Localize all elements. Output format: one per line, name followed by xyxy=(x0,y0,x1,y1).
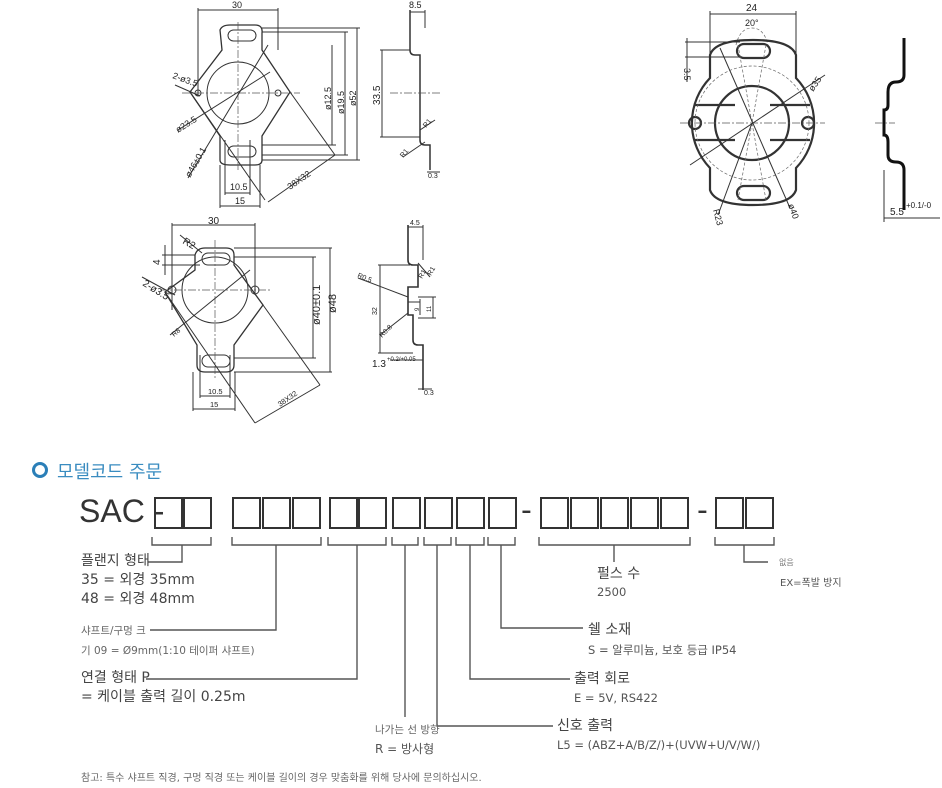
svg-text:R1: R1 xyxy=(418,269,429,280)
field-pulses-option: 2500 xyxy=(597,585,627,599)
svg-text:33.5: 33.5 xyxy=(372,85,383,105)
model-prefix: SAC - xyxy=(79,493,165,529)
model-dash: - xyxy=(697,493,708,528)
svg-text:4: 4 xyxy=(152,259,163,265)
field-signal-title: 신호 출력 xyxy=(557,718,613,734)
svg-text:0.3: 0.3 xyxy=(424,390,434,397)
field-explosion: 없음 EX=폭발 방지 xyxy=(779,557,842,589)
field-explosion-title: 없음 xyxy=(779,558,794,567)
side-width-label: 5.5 xyxy=(890,207,904,218)
section-title: 모델코드 주문 xyxy=(57,462,163,483)
field-shaft-title: 샤프트/구멍 크 xyxy=(81,625,146,637)
svg-text:3.5: 3.5 xyxy=(682,68,692,81)
code-box xyxy=(488,497,517,529)
field-direction: 나가는 선 방향 R = 방사형 xyxy=(375,722,440,757)
svg-text:R1: R1 xyxy=(399,148,410,159)
field-circuit-option: E = 5V, RS422 xyxy=(574,691,658,705)
svg-text:4.5: 4.5 xyxy=(410,220,420,227)
dim-width: 30 xyxy=(232,0,242,10)
field-flange-title: 플랜지 형태 xyxy=(81,553,150,569)
svg-text:24: 24 xyxy=(746,3,758,14)
svg-text:32: 32 xyxy=(372,307,379,315)
code-box xyxy=(292,497,321,529)
code-box xyxy=(715,497,744,529)
code-box xyxy=(262,497,291,529)
field-circuit-title: 출력 회로 xyxy=(574,671,630,687)
svg-text:9: 9 xyxy=(415,307,421,311)
field-pulses-title: 펄스 수 xyxy=(597,566,641,582)
svg-text:R23: R23 xyxy=(711,208,725,227)
code-box xyxy=(660,497,689,529)
field-signal: 신호 출력 L5 = (ABZ+A/B/Z/)+(UVW+U/V/W/) xyxy=(557,717,760,752)
field-shell-option: S = 알루미늄, 보호 등급 IP54 xyxy=(588,643,737,657)
field-connection-option: = 케이블 출력 길이 0.25m xyxy=(81,689,246,705)
svg-text:R8: R8 xyxy=(171,327,182,338)
code-box xyxy=(392,497,421,529)
model-dash: - xyxy=(521,493,532,528)
side-width-tolerance: +0.1/-0 xyxy=(906,201,932,210)
code-box xyxy=(456,497,485,529)
field-flange: 플랜지 형태 35 = 외경 35mm 48 = 외경 48mm xyxy=(81,552,195,609)
field-flange-option: 48 = 외경 48mm xyxy=(81,591,195,607)
svg-text:8.5: 8.5 xyxy=(409,0,422,10)
code-box xyxy=(183,497,212,529)
code-box xyxy=(600,497,629,529)
field-flange-option: 35 = 외경 35mm xyxy=(81,572,195,588)
field-signal-option: L5 = (ABZ+A/B/Z/)+(UVW+U/V/W/) xyxy=(557,738,761,752)
code-box xyxy=(745,497,774,529)
svg-text:R1: R1 xyxy=(422,118,433,129)
field-shaft: 샤프트/구멍 크 기 09 = Ø9mm(1:10 테이퍼 샤프트) xyxy=(81,623,255,658)
svg-text:ø40±0.1: ø40±0.1 xyxy=(311,285,323,325)
field-pulses: 펄스 수 2500 xyxy=(597,565,640,599)
code-box xyxy=(232,497,261,529)
code-box xyxy=(329,497,358,529)
svg-text:10.5: 10.5 xyxy=(230,182,248,192)
field-connection-title: 연결 형태 P xyxy=(81,670,150,686)
flange-48-drawing: 30 ø40±0.1 ø48 4 R2 2-ø3.5 R8 10.5 15 38… xyxy=(140,216,438,424)
svg-text:R1: R1 xyxy=(427,266,438,277)
field-direction-option: R = 방사형 xyxy=(375,742,435,756)
flange-35-drawing: 30 ø12.5 ø19.5 ø52 2-ø3.5 ø23.5 ø46±0.1 … xyxy=(171,0,440,208)
svg-text:ø52: ø52 xyxy=(348,90,358,106)
svg-text:15: 15 xyxy=(210,400,218,409)
footnote: 참고: 특수 샤프트 직경, 구멍 직경 또는 케이블 길이의 경우 맞춤화를 … xyxy=(81,773,482,784)
svg-text:ø19.5: ø19.5 xyxy=(336,91,346,114)
svg-text:11: 11 xyxy=(427,305,433,312)
code-box xyxy=(358,497,387,529)
svg-text:ø40: ø40 xyxy=(786,202,801,220)
svg-text:ø12.5: ø12.5 xyxy=(323,87,333,110)
field-connection: 연결 형태 P = 케이블 출력 길이 0.25m xyxy=(81,669,246,707)
section-circle-icon xyxy=(32,462,48,478)
code-box xyxy=(424,497,453,529)
code-box xyxy=(540,497,569,529)
svg-text:30: 30 xyxy=(208,216,220,227)
svg-text:20°: 20° xyxy=(745,18,759,28)
field-shaft-option: 기 09 = Ø9mm(1:10 테이퍼 샤프트) xyxy=(81,645,255,657)
field-direction-title: 나가는 선 방향 xyxy=(375,724,440,736)
svg-text:15: 15 xyxy=(235,196,245,206)
svg-text:ø48: ø48 xyxy=(327,294,339,313)
code-box xyxy=(630,497,659,529)
field-explosion-option: EX=폭발 방지 xyxy=(780,578,842,589)
field-shell-title: 쉘 소재 xyxy=(588,622,632,638)
svg-text:10.5: 10.5 xyxy=(208,387,223,396)
code-box xyxy=(570,497,599,529)
flange-round-drawing: 24 20° 3.5 ø35 R23 ø40 5.5 +0.1/-0 xyxy=(680,3,940,227)
svg-text:0.3: 0.3 xyxy=(428,173,438,180)
code-box xyxy=(154,497,183,529)
svg-text:1.3: 1.3 xyxy=(372,359,386,370)
field-circuit: 출력 회로 E = 5V, RS422 xyxy=(574,670,658,705)
field-shell: 쉘 소재 S = 알루미늄, 보호 등급 IP54 xyxy=(588,621,736,658)
